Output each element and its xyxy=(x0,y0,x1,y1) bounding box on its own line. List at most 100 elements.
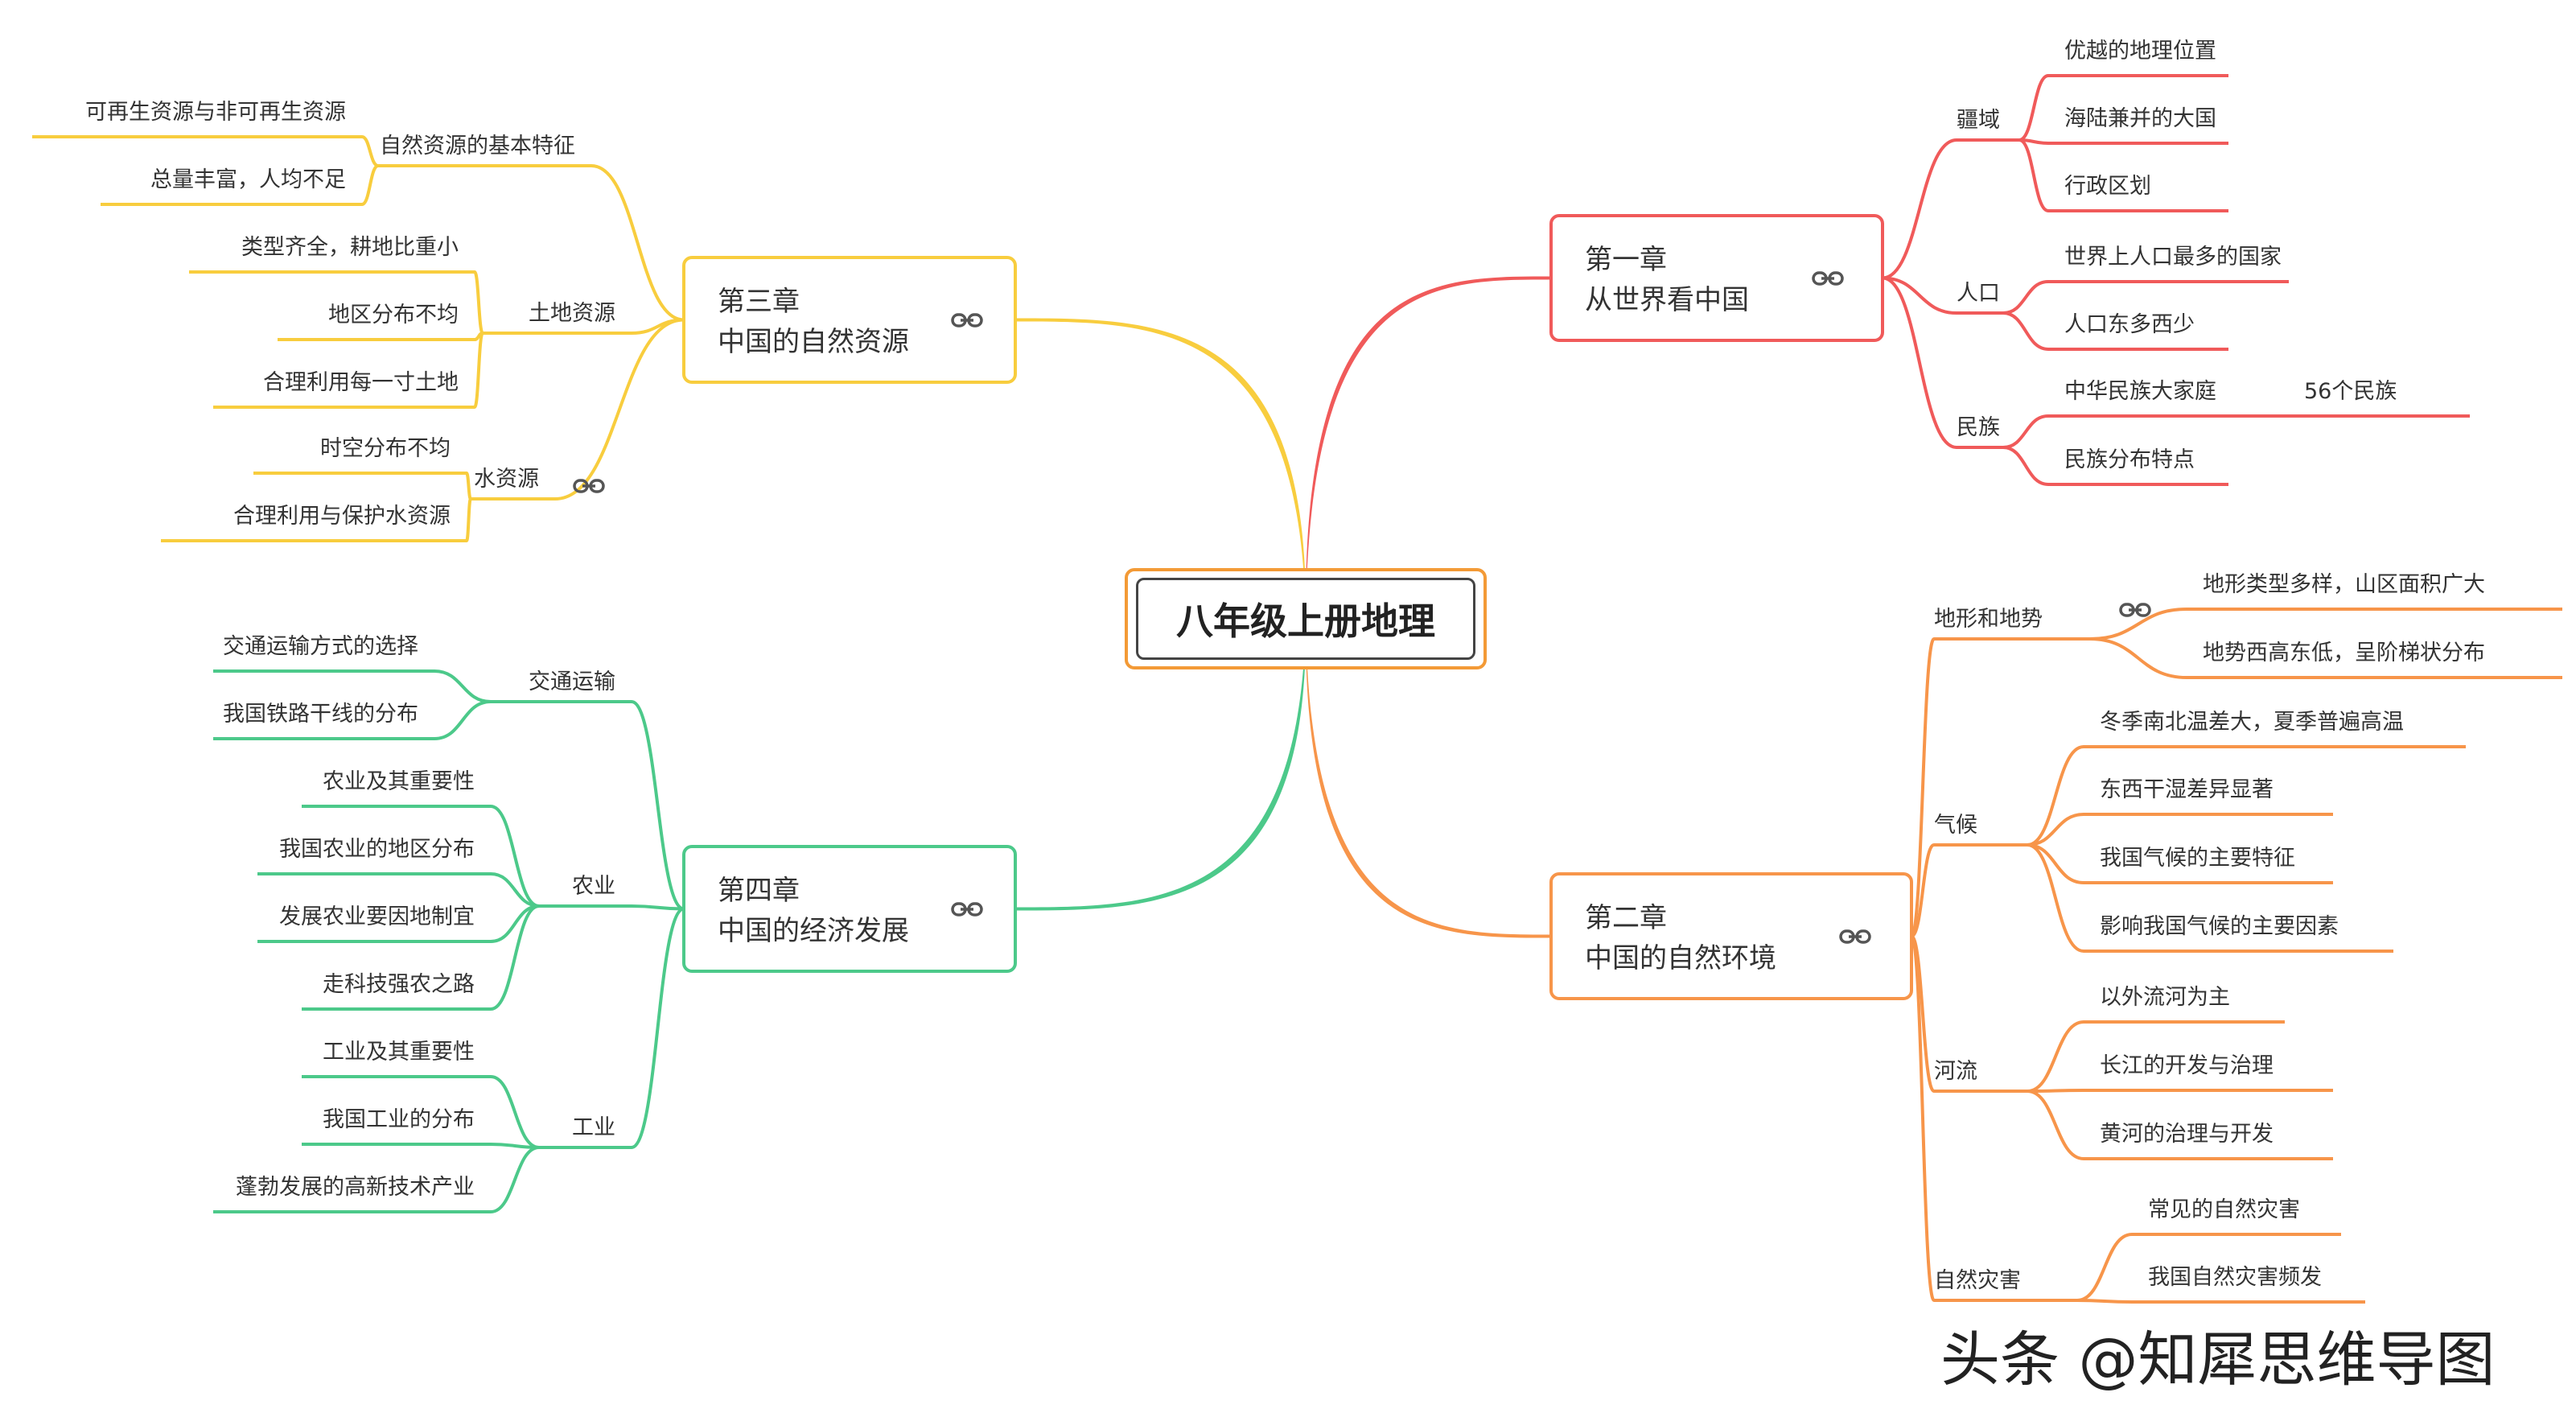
leaf-connector-ch1-0-2 xyxy=(2018,138,2049,212)
topic-label-ch1-0: 疆域 xyxy=(1957,108,2000,133)
leaf-connector-ch3-0-1 xyxy=(361,164,379,206)
chapter-title-ch3: 第三章 xyxy=(718,286,800,318)
leaf-connector-ch2-2-0 xyxy=(2027,1020,2084,1093)
topic-label-ch1-1: 人口 xyxy=(1957,281,2000,306)
leaf-label-ch2-2-2: 黄河的治理与开发 xyxy=(2100,1122,2274,1147)
connector-ch4-1 xyxy=(631,904,685,911)
leaf-label-ch3-1-1: 地区分布不均 xyxy=(328,303,459,328)
leaf-label-ch4-1-1: 我国农业的地区分布 xyxy=(279,837,475,862)
topic-label-ch1-2: 民族 xyxy=(1957,415,2000,440)
extra-label-ch1-2: 56个民族 xyxy=(2304,379,2397,404)
leaf-label-ch4-1-2: 发展农业要因地制宜 xyxy=(279,904,475,929)
leaf-label-ch4-0-0: 交通运输方式的选择 xyxy=(223,634,418,659)
leaf-label-ch3-1-2: 合理利用每一寸土地 xyxy=(263,370,459,395)
connector-ch2-3 xyxy=(1910,934,1936,1302)
topic-label-ch3-2: 水资源 xyxy=(474,467,539,492)
leaf-label-ch3-0-0: 可再生资源与非可再生资源 xyxy=(85,100,346,125)
connector-ch1-2 xyxy=(1882,276,1957,449)
link-icon[interactable] xyxy=(1812,271,1844,286)
leaf-label-ch1-2-0: 中华民族大家庭 xyxy=(2064,379,2216,404)
leaf-connector-ch4-0-1 xyxy=(434,700,492,740)
leaf-label-ch2-1-1: 东西干湿差异显著 xyxy=(2100,777,2274,802)
leaf-connector-ch2-0-1 xyxy=(2089,637,2187,679)
chapter-subtitle-ch2: 中国的自然环境 xyxy=(1585,942,1776,974)
leaf-label-ch1-1-0: 世界上人口最多的国家 xyxy=(2064,245,2282,270)
leaf-label-ch2-3-1: 我国自然灾害频发 xyxy=(2148,1265,2322,1290)
leaf-label-ch1-2-1: 民族分布特点 xyxy=(2064,447,2195,472)
leaf-connector-ch2-3-1 xyxy=(2076,1299,2133,1304)
leaf-label-ch1-1-1: 人口东多西少 xyxy=(2064,312,2195,337)
connector-ch2-0 xyxy=(1910,637,1936,938)
leaf-connector-ch3-1-0 xyxy=(473,270,484,335)
chapter-subtitle-ch1: 从世界看中国 xyxy=(1585,284,1749,316)
connector-ch3-2 xyxy=(554,318,685,501)
leaf-connector-ch3-1-2 xyxy=(473,332,484,409)
connector-ch3-0 xyxy=(591,164,685,322)
leaf-label-ch2-2-0: 以外流河为主 xyxy=(2100,985,2230,1010)
topic-label-ch2-2: 河流 xyxy=(1934,1059,1977,1084)
leaf-connector-ch1-1-1 xyxy=(2002,311,2049,351)
leaf-connector-ch2-0-0 xyxy=(2089,608,2187,641)
leaf-label-ch1-0-0: 优越的地理位置 xyxy=(2064,39,2216,64)
link-icon[interactable] xyxy=(2119,603,2151,617)
leaf-connector-ch1-2-1 xyxy=(2002,446,2049,486)
link-icon[interactable] xyxy=(573,479,605,493)
chapter-title-ch4: 第四章 xyxy=(718,875,800,907)
link-icon[interactable] xyxy=(951,902,983,917)
chapter-subtitle-ch3: 中国的自然资源 xyxy=(718,326,909,358)
chapter-title-ch1: 第一章 xyxy=(1585,244,1667,276)
leaf-connector-ch1-2-0 xyxy=(2002,414,2049,449)
leaf-label-ch3-1-0: 类型齐全，耕地比重小 xyxy=(241,235,459,260)
leaf-label-ch2-0-0: 地形类型多样，山区面积广大 xyxy=(2203,572,2485,597)
leaf-connector-ch4-0-0 xyxy=(434,669,492,703)
leaf-connector-ch3-2-1 xyxy=(465,497,472,542)
leaf-connector-ch4-1-1 xyxy=(490,872,540,908)
leaf-connector-ch2-2-1 xyxy=(2027,1089,2084,1093)
root-topic[interactable]: 八年级上册地理 xyxy=(1125,568,1487,669)
leaf-label-ch3-0-1: 总量丰富，人均不足 xyxy=(150,167,346,192)
leaf-label-ch2-2-1: 长江的开发与治理 xyxy=(2100,1053,2274,1078)
topic-label-ch3-0: 自然资源的基本特征 xyxy=(380,134,575,159)
leaf-label-ch2-1-0: 冬季南北温差大，夏季普遍高温 xyxy=(2100,710,2404,735)
leaf-label-ch1-0-2: 行政区划 xyxy=(2064,174,2151,199)
leaf-label-ch2-0-1: 地势西高东低，呈阶梯状分布 xyxy=(2203,641,2485,665)
topic-label-ch2-1: 气候 xyxy=(1934,813,1977,838)
leaf-label-ch4-2-0: 工业及其重要性 xyxy=(323,1040,475,1065)
leaf-connector-ch2-1-3 xyxy=(2027,843,2084,953)
connector-ch4-0 xyxy=(631,700,685,911)
leaf-label-ch2-3-0: 常见的自然灾害 xyxy=(2148,1197,2300,1222)
leaf-connector-ch3-2-0 xyxy=(465,472,472,501)
leaf-connector-ch2-2-2 xyxy=(2027,1090,2084,1160)
leaf-connector-ch4-2-0 xyxy=(490,1075,540,1149)
chapter-title-ch2: 第二章 xyxy=(1585,902,1667,934)
topic-label-ch4-2: 工业 xyxy=(572,1115,615,1140)
link-icon[interactable] xyxy=(1839,929,1871,944)
leaf-connector-ch2-3-0 xyxy=(2076,1233,2133,1302)
connector-ch1-1 xyxy=(1882,276,1957,315)
root-topic-title: 八年级上册地理 xyxy=(1176,599,1435,643)
leaf-label-ch1-0-1: 海陆兼并的大国 xyxy=(2064,106,2216,131)
connector-ch1-0 xyxy=(1882,138,1957,280)
link-icon[interactable] xyxy=(951,313,983,328)
watermark: 头条 @知犀思维导图 xyxy=(1940,1325,2496,1394)
topic-label-ch2-3: 自然灾害 xyxy=(1934,1268,2021,1293)
connector-ch4-2 xyxy=(631,907,685,1149)
leaf-connector-ch1-0-0 xyxy=(2018,74,2049,142)
leaf-label-ch3-2-1: 合理利用与保护水资源 xyxy=(233,504,451,529)
leaf-label-ch3-2-0: 时空分布不均 xyxy=(320,436,451,461)
leaf-label-ch4-2-2: 蓬勃发展的高新技术产业 xyxy=(236,1175,475,1200)
root-topic-inner: 八年级上册地理 xyxy=(1136,578,1475,660)
topic-label-ch4-1: 农业 xyxy=(572,874,615,899)
leaf-label-ch4-1-0: 农业及其重要性 xyxy=(323,769,475,794)
topic-label-ch3-1: 土地资源 xyxy=(529,301,615,326)
leaf-label-ch4-0-1: 我国铁路干线的分布 xyxy=(223,702,418,727)
leaf-label-ch4-2-1: 我国工业的分布 xyxy=(323,1107,475,1132)
leaf-connector-ch2-1-1 xyxy=(2027,813,2084,847)
leaf-label-ch4-1-3: 走科技强农之路 xyxy=(323,972,475,997)
leaf-label-ch2-1-2: 我国气候的主要特征 xyxy=(2100,846,2295,871)
topic-label-ch4-0: 交通运输 xyxy=(529,669,615,694)
leaf-connector-ch3-0-0 xyxy=(361,135,379,167)
leaf-connector-ch4-1-0 xyxy=(490,805,540,908)
